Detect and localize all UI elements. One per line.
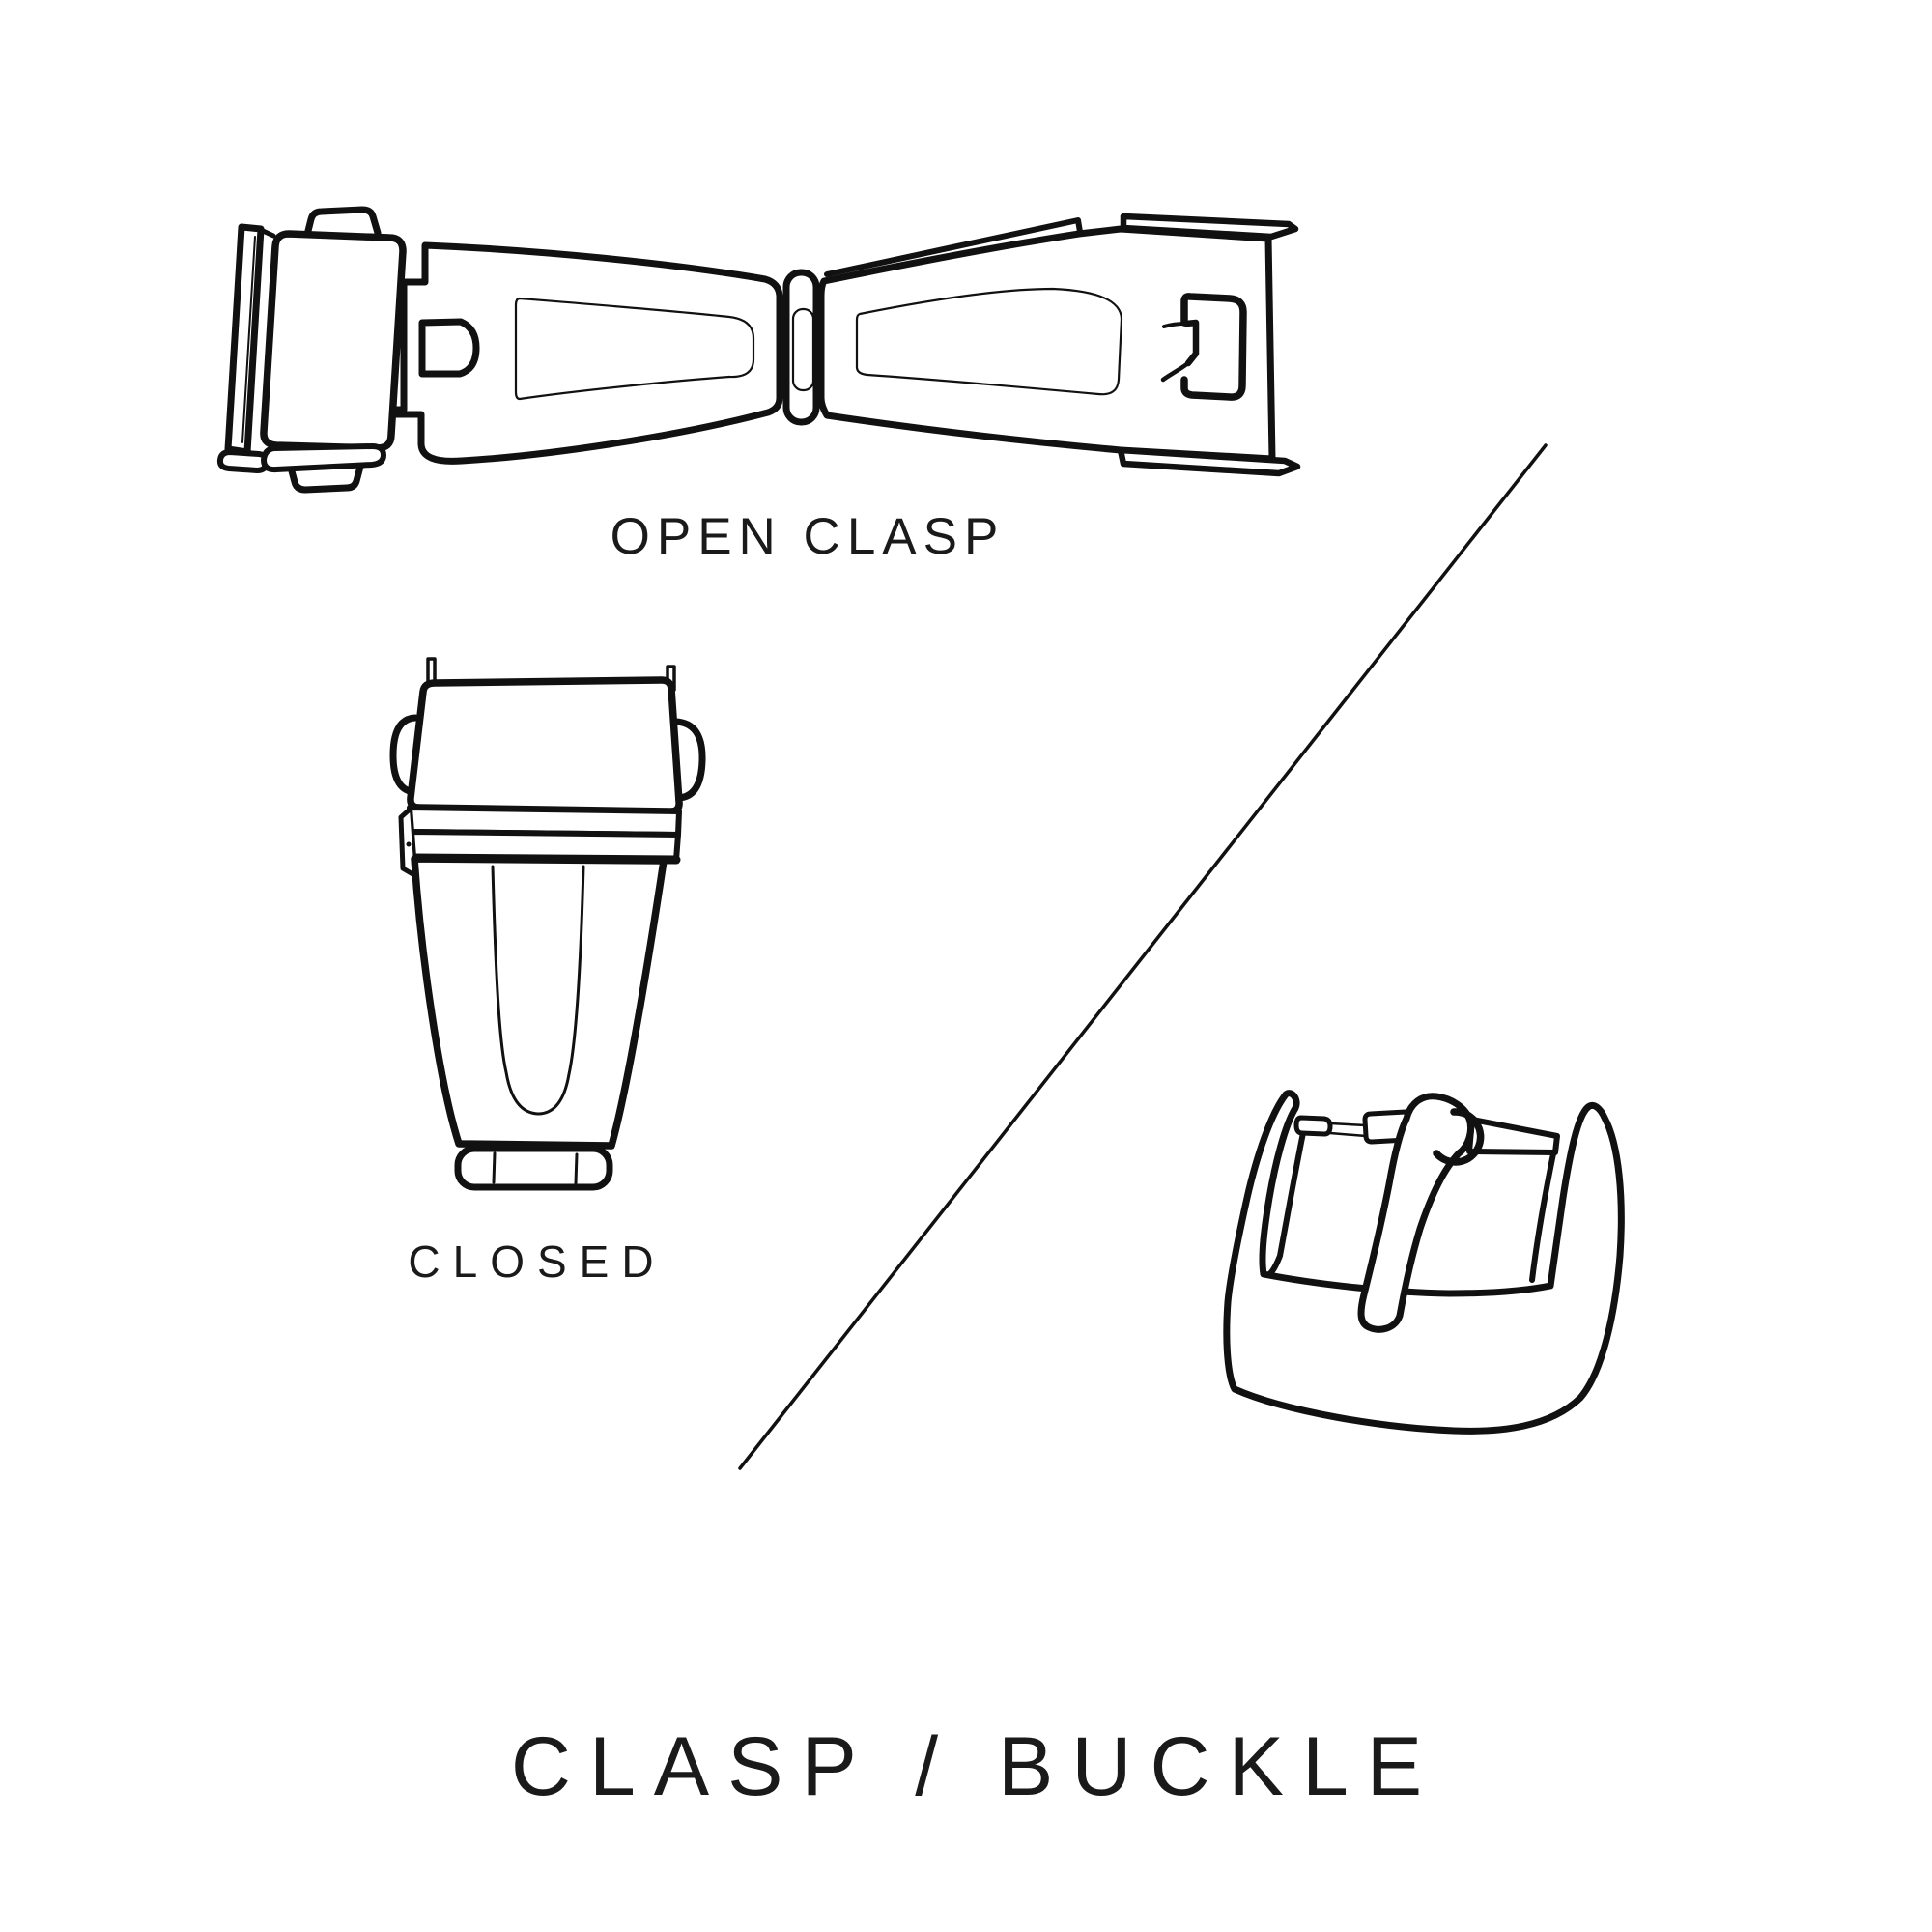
svg-text:CLASP / BUCKLE: CLASP / BUCKLE — [511, 1720, 1440, 1813]
svg-text:OPEN CLASP: OPEN CLASP — [611, 508, 1006, 565]
svg-text:CLOSED: CLOSED — [408, 1236, 666, 1287]
